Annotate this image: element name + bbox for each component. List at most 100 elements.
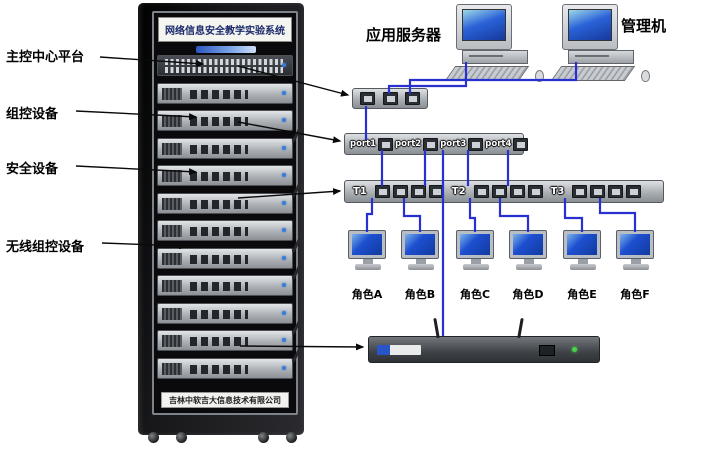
rj45-port-icon [590, 185, 606, 198]
led-icon [282, 63, 286, 67]
rack-footer: 吉林中软吉大信息技术有限公司 [161, 392, 289, 408]
rack-unit [157, 264, 302, 296]
role-label: 角色F [620, 288, 650, 301]
rj45-port-icon [513, 137, 529, 151]
role-label: 角色E [567, 288, 597, 301]
screen [460, 234, 490, 255]
role-monitor [348, 230, 388, 277]
rj45-port-icon [539, 345, 555, 356]
management-computer [550, 4, 658, 90]
rj45-port-icon [374, 185, 390, 198]
rj45-port-icon [428, 185, 444, 198]
device-logo [377, 345, 421, 355]
label-wireless-group-control: 无线组控设备 [6, 240, 85, 255]
led-icon [282, 311, 286, 315]
role-monitor [563, 230, 603, 277]
rj45-port-icon [473, 185, 489, 198]
computer-case [568, 50, 634, 64]
port2-label: port2 [395, 139, 422, 149]
crt-monitor [562, 4, 618, 50]
led-icon [282, 338, 286, 342]
led-icon [282, 146, 286, 150]
screen [568, 9, 612, 41]
wireless-device [368, 317, 600, 363]
t1-port-group [374, 185, 444, 198]
keyboard [444, 66, 530, 81]
screen [567, 234, 597, 255]
label-management-machine: 管理机 [621, 17, 667, 35]
role-monitor [456, 230, 496, 277]
port1-label: port1 [350, 139, 377, 149]
app-server-computer [444, 4, 552, 90]
rack-unit [157, 220, 293, 241]
t3-port-group [572, 185, 642, 198]
rack-unit [157, 237, 302, 269]
rj45-port-icon [527, 185, 543, 198]
led-icon [282, 283, 286, 287]
caster-wheel [286, 432, 297, 443]
port-switch: port1 port2 port3 port4 [344, 133, 529, 155]
role-label: 角色C [459, 288, 491, 301]
rj45-port-icon [360, 92, 376, 105]
mouse [641, 70, 650, 82]
rj45-port-icon [404, 92, 420, 105]
role-label: 角色B [404, 288, 436, 301]
caster-wheel [176, 432, 187, 443]
led-icon [572, 347, 577, 352]
rj45-port-icon [423, 137, 439, 151]
rj45-port-icon [410, 185, 426, 198]
label-group-control-devices: 组控设备 [6, 107, 59, 122]
role-monitor [616, 230, 656, 277]
led-icon [282, 366, 286, 370]
rack-unit [157, 127, 302, 159]
rj45-port-icon [509, 185, 525, 198]
caster-wheel [258, 432, 269, 443]
terminal-switch: T1 T2 T3 [344, 180, 664, 203]
rj45-port-icon [572, 185, 588, 198]
role-monitor [401, 230, 441, 277]
rack-unit [157, 347, 302, 379]
led-icon [282, 173, 286, 177]
antenna-icon [433, 317, 440, 339]
screen [405, 234, 435, 255]
led-icon [282, 256, 286, 260]
keyboard [550, 66, 636, 81]
rj45-port-icon [392, 185, 408, 198]
label-main-control-platform: 主控中心平台 [6, 50, 85, 65]
label-app-server: 应用服务器 [366, 26, 442, 44]
crt-monitor [456, 4, 512, 50]
rack-unit [157, 319, 302, 351]
led-icon [282, 201, 286, 205]
screen [352, 234, 382, 255]
label-security-devices: 安全设备 [6, 162, 59, 177]
rack-unit [157, 182, 302, 214]
rj45-port-icon [378, 137, 394, 151]
t2-port-group [473, 185, 543, 198]
rack-unit [157, 110, 293, 131]
antenna-icon [517, 317, 524, 339]
led-icon [282, 228, 286, 232]
port4-label: port4 [485, 139, 512, 149]
caster-wheel [148, 432, 159, 443]
rack-logo-strip [196, 46, 256, 53]
rack-unit [157, 303, 293, 324]
rack-title: 网络信息安全教学实验系统 [158, 17, 292, 42]
rj45-port-icon [468, 137, 484, 151]
rack-unit [157, 83, 293, 104]
led-icon [282, 91, 286, 95]
screen [462, 9, 506, 41]
role-label: 角色A [351, 288, 383, 301]
uplink-switch [352, 88, 428, 109]
led-icon [282, 118, 286, 122]
computer-case [462, 50, 528, 64]
role-monitor [509, 230, 549, 277]
rj45-port-icon [491, 185, 507, 198]
mouse [535, 70, 544, 82]
t1-label: T1 [353, 186, 367, 197]
role-label: 角色D [512, 288, 544, 301]
rack-unit [157, 55, 293, 76]
rj45-port-icon [608, 185, 624, 198]
t3-label: T3 [550, 186, 565, 197]
t2-label: T2 [451, 186, 466, 197]
